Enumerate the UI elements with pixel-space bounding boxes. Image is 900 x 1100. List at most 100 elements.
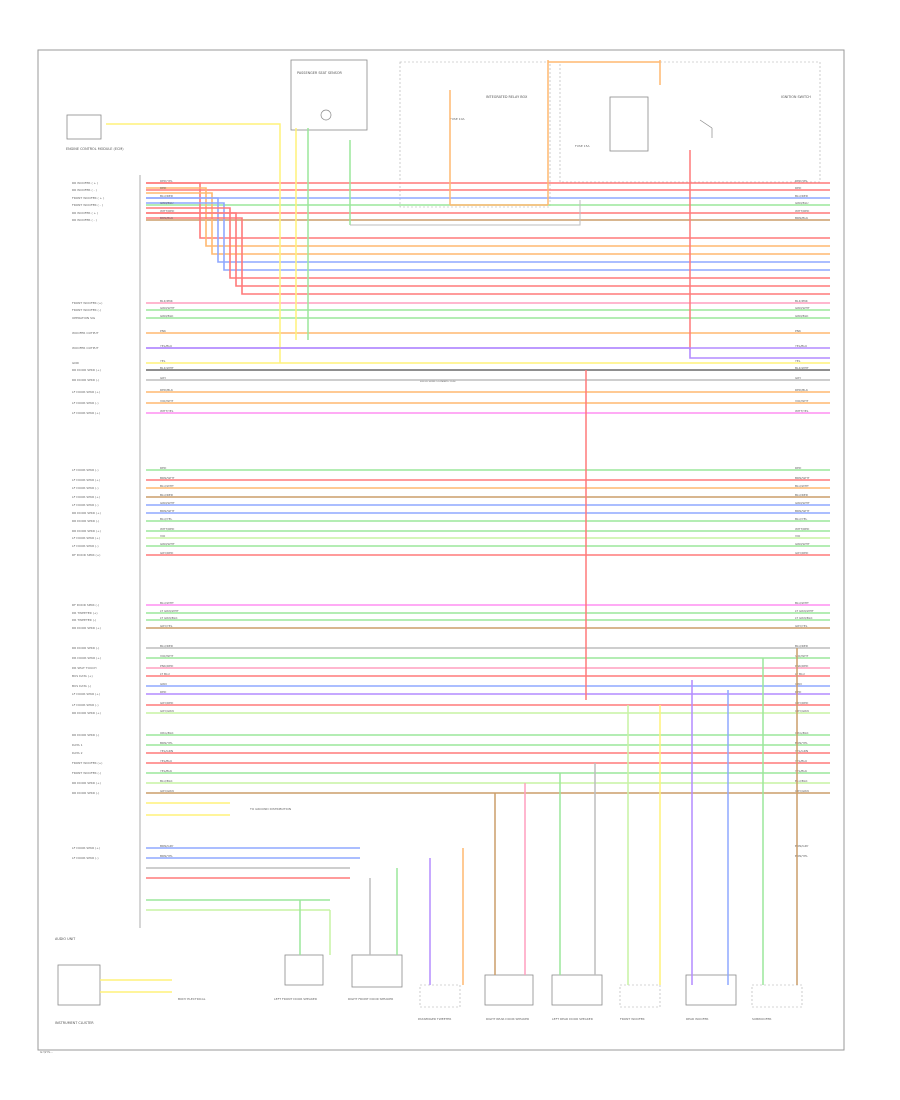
pin-label: RR DOOR SPKR (-) [72,519,99,523]
pin-label: WOOFER OUTPUT [72,346,99,350]
wire-color-label: BLU/WHT [160,601,174,605]
pin-label: WOOFER OUTPUT [72,331,99,335]
wire-color-label: BRN/YEL [160,854,173,858]
wire-upper-bundle [146,187,830,247]
pin-label: LF DOOR SPKR (-) [72,401,99,405]
wire-color-label-right: GRN/WHT [795,501,810,505]
wire-color-label-right: GRN/BLK [795,314,809,318]
body-note: BODY ELECTRICAL [178,997,206,1001]
wire-color-label: GRY/RED [160,551,174,555]
wire-color-label: VIO/WHT [160,399,174,403]
pin-label: DR TWEETER (+) [72,611,98,615]
wire-color-label-right: GRY/RED [795,701,809,705]
pin-label: OPERATION SIG [72,316,96,320]
pin-label: RF DOOR SPKR (+) [72,553,100,557]
wire-color-label: ORG/BLK [160,731,175,735]
wire-color-label: RED/BLK [160,388,174,392]
pin-label: FRONT WOOFER (+) [72,761,102,765]
sensor-ground-wire [350,200,581,226]
right-front-door-box [351,954,403,988]
right-rear-door-label: RIGHT REAR DOOR SPEAKER [486,1017,529,1021]
wire-color-label: GRY/GRN [160,789,174,793]
engine-ctrl-label: ENGINE CONTROL MODULE (ECM) [66,147,124,151]
wire-color-label: BLU/WHT [160,484,174,488]
pin-label: LF DOOR SPKR (-) [72,486,99,490]
wire-color-label-right: GRN [795,682,802,686]
wire-color-label-right: BRN/GRY [795,844,809,848]
pin-label: DR DOOR SPKR (+) [72,656,101,660]
wire-color-label-right: YEL/BLK [795,769,808,773]
wire-color-label: GRN/BLU [160,201,173,205]
front-woofer-box [619,984,661,1008]
pin-label: DATA 1 [72,743,83,747]
wire-color-label-right: BLU/BLK [795,779,809,783]
wire-color-label-right: YEL/BLU [795,344,807,348]
wire-color-label: BRN/YEL [160,741,173,745]
ignition-inner-box [609,96,649,152]
wire-color-label-right: BRN/WHT [795,476,810,480]
pin-label: RR DOOR SPKR (+) [72,626,101,630]
pin-label: LF DOOR SPKR (-) [72,703,99,707]
wire-color-label: BLU/BLK [160,779,174,783]
instrument-cluster-box [57,964,101,1006]
wire-color-label-right: BLU/WHT [795,484,809,488]
ground-note: TO GROUND DISTRIBUTION [249,807,291,811]
wire-color-label: BRN/BLK [160,216,174,220]
wire-color-label: WHT/RED [160,209,175,213]
wire-color-label: PNK [160,329,167,333]
wire-color-label-right: BLU/RED [795,644,809,648]
front-woofer-label: FRONT WOOFER [620,1017,645,1021]
wire-color-label-right: GRN/WHT [795,306,810,310]
relay-module-box [399,61,551,208]
data-link-note: DATA LINK CONNECTOR [420,379,456,383]
wire-color-label-right: BRN/YEL [795,741,808,745]
passenger-sensor-symbol [320,109,332,121]
wire-color-label-right: RED/BLK [795,388,809,392]
wire-color-label: BRN/WHT [160,476,175,480]
subwoofer-box [751,984,803,1008]
wire-color-label-right: BLK/WHT [795,366,809,370]
wire-color-label-right: YEL [795,359,801,363]
wire-upper-bundle [146,202,830,271]
pin-label: RR DOOR SPKR (+) [72,511,101,515]
wire-color-label-right: ORG/BLK [795,731,810,735]
wire-color-label: LT GRN/WHT [160,609,179,613]
passenger-sensor-box [290,59,368,131]
wire-color-label-right: LT GRN/BLK [795,616,813,620]
wire-upper-bundle [146,182,830,239]
wire-color-label-right: BRN/YEL [795,854,808,858]
instrument-cluster-label: INSTRUMENT CLUSTER [55,1021,94,1025]
right-rear-door-box [484,974,534,1006]
wire-color-label: GRY/RED [160,701,174,705]
pin-label: BUS DATA (-) [72,684,91,688]
left-rear-door-box [551,974,603,1006]
pin-label: FRONT WOOFER (-) [72,771,101,775]
wire-color-label-right: VIO [795,534,801,538]
wire-color-label: GRN/WHT [160,542,175,546]
wire-color-label: YEL [160,359,166,363]
ecm-wire [106,123,281,363]
wire-color-label: VIO [160,534,166,538]
wire-color-label-right: GRY/GRN [795,709,809,713]
wire-color-label-right: GRN/WHT [795,542,810,546]
pin-label: FRONT WOOFER (-) [72,308,101,312]
pin-label: LF DOOR SPKR (+) [72,692,100,696]
pin-label: LF DOOR SPKR (+) [72,411,100,415]
violet-step-wire [146,347,830,359]
wire-color-label-right: BLU/WHT [795,601,809,605]
wire-color-label-right: GRY/RED [795,551,809,555]
pin-label: LF DOOR SPKR (-) [72,468,99,472]
pin-label: LF DOOR SPKR (-) [72,856,99,860]
wire-color-label: GRN [160,682,167,686]
wire-color-label: YEL/BLK [160,769,173,773]
pin-label: FRONT WOOFER ( + ) [72,196,104,200]
wire-color-label-right: WHT/RED [795,209,810,213]
wire-color-label-right: BRN/BLK [795,216,809,220]
wire-color-label: RED/YEL [160,179,173,183]
pin-label: RR DOOR SPKR (-) [72,733,99,737]
vertical-wire-group [100,60,830,993]
pin-label: LF DOOR SPKR (+) [72,536,100,540]
wire-color-label: GRN/WHT [160,306,175,310]
wire-color-label: RED [160,186,167,190]
pin-label: DR SEAT TOUCH [72,666,97,670]
